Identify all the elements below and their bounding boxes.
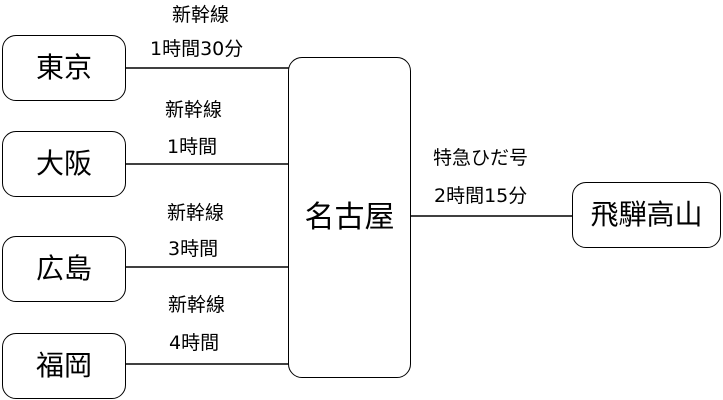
- station-osaka: 大阪: [2, 131, 126, 197]
- route-tokyo-line: 新幹線: [172, 4, 230, 26]
- route-tokyo-time: 1時間30分: [150, 38, 244, 60]
- route-fukuoka-time: 4時間: [169, 332, 220, 354]
- route-osaka-line: 新幹線: [165, 99, 223, 121]
- station-fukuoka: 福岡: [2, 333, 126, 399]
- route-hiroshima-time: 3時間: [168, 238, 219, 260]
- station-takayama: 飛騨高山: [572, 182, 721, 248]
- route-takayama-line: 特急ひだ号: [433, 147, 529, 169]
- station-hiroshima: 広島: [2, 236, 126, 302]
- route-hiroshima-line: 新幹線: [167, 202, 225, 224]
- station-tokyo: 東京: [2, 35, 126, 101]
- route-osaka-time: 1時間: [167, 136, 218, 158]
- route-fukuoka-line: 新幹線: [168, 294, 226, 316]
- route-takayama-time: 2時間15分: [434, 185, 528, 207]
- station-nagoya: 名古屋: [288, 57, 411, 378]
